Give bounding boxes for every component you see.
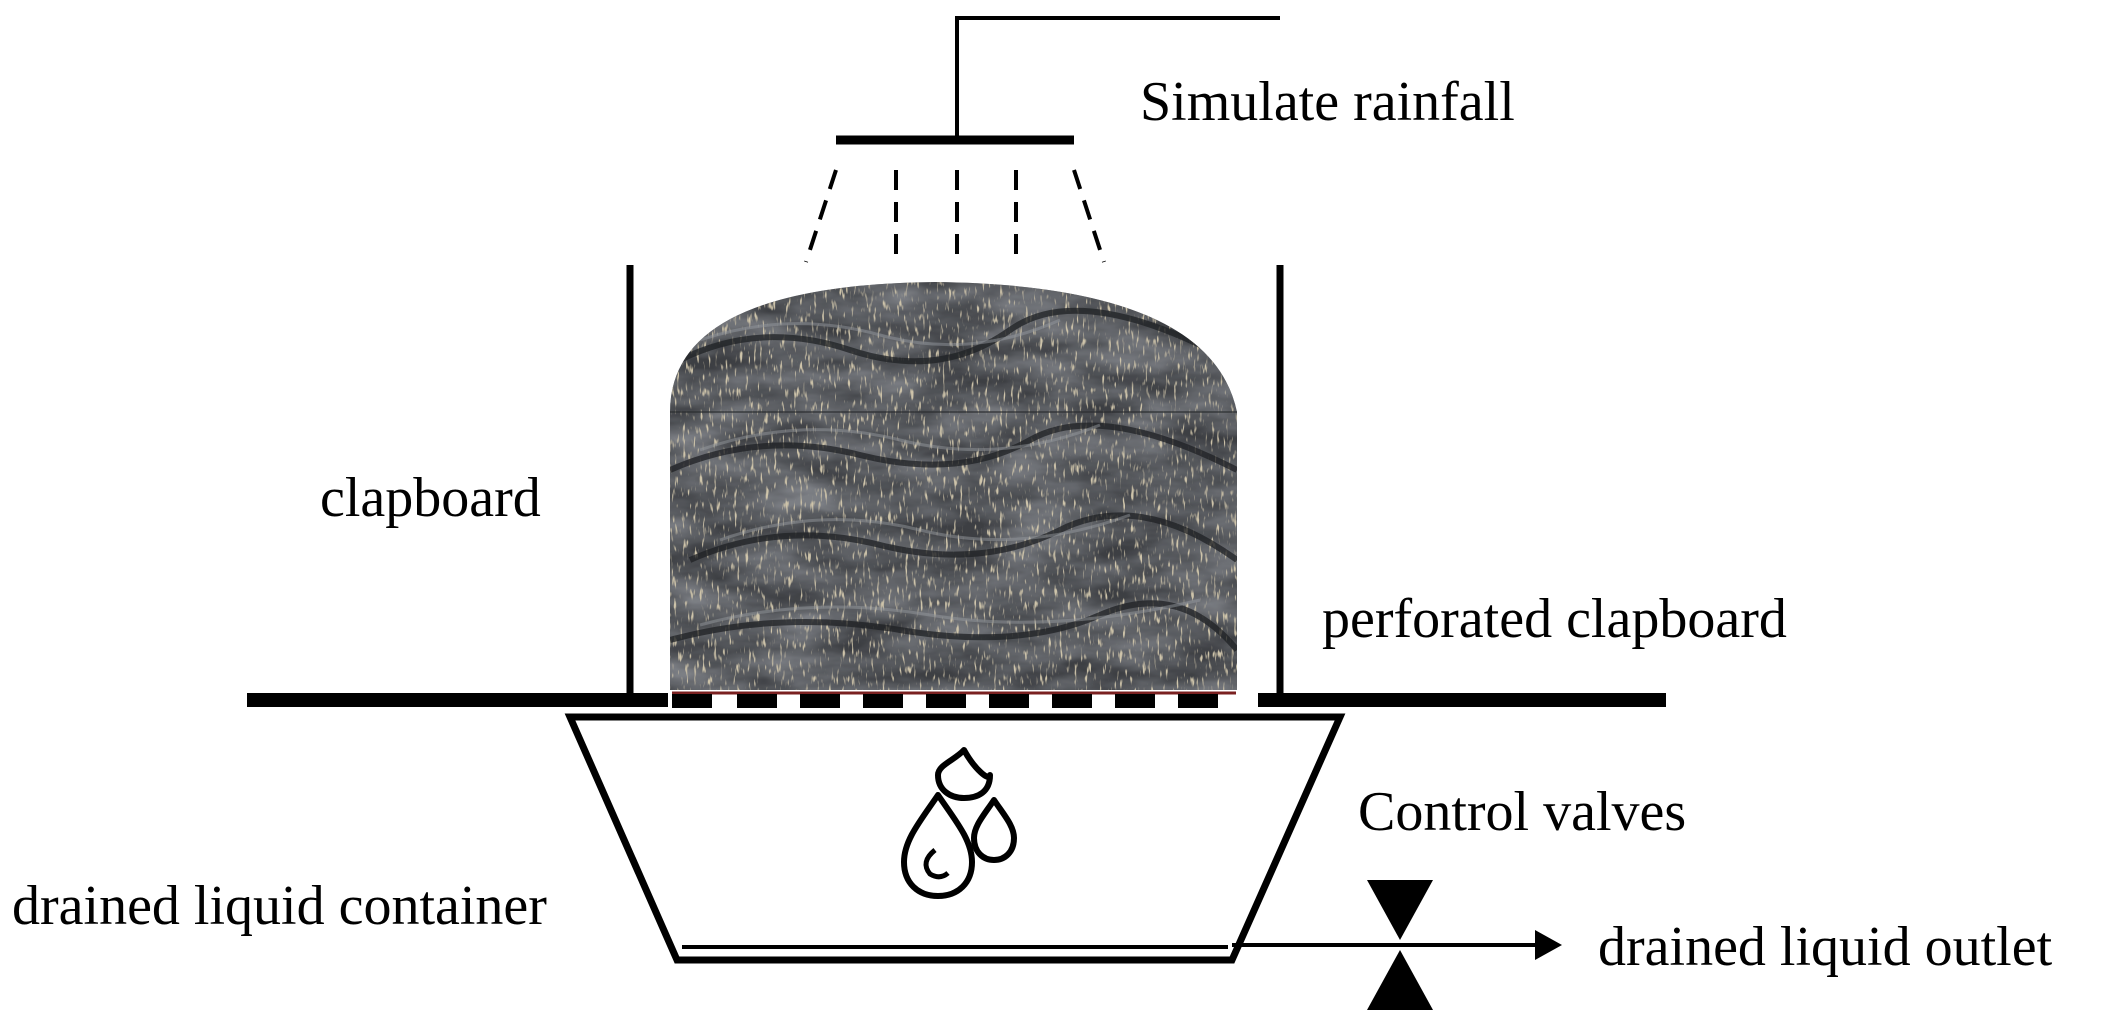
arrow-right-icon [1535, 930, 1562, 960]
rain-streaks [804, 169, 1106, 263]
label-clapboard: clapboard [320, 467, 541, 529]
sprinkler-feed-pipe [955, 16, 1280, 140]
label-simulate-rainfall: Simulate rainfall [1140, 71, 1515, 133]
label-perforated-clapboard: perforated clapboard [1322, 588, 1787, 650]
perforation-segments [672, 694, 1218, 708]
label-drained-liquid-outlet: drained liquid outlet [1598, 916, 2053, 978]
perforated-clapboard [247, 691, 1666, 708]
label-control-valves: Control valves [1358, 781, 1686, 843]
water-droplets-icon [901, 747, 1017, 899]
soil-sample [670, 282, 1237, 690]
label-drained-liquid-container: drained liquid container [12, 875, 547, 937]
sprinkler-icon [804, 16, 1280, 263]
valve-icon [1367, 880, 1433, 1010]
